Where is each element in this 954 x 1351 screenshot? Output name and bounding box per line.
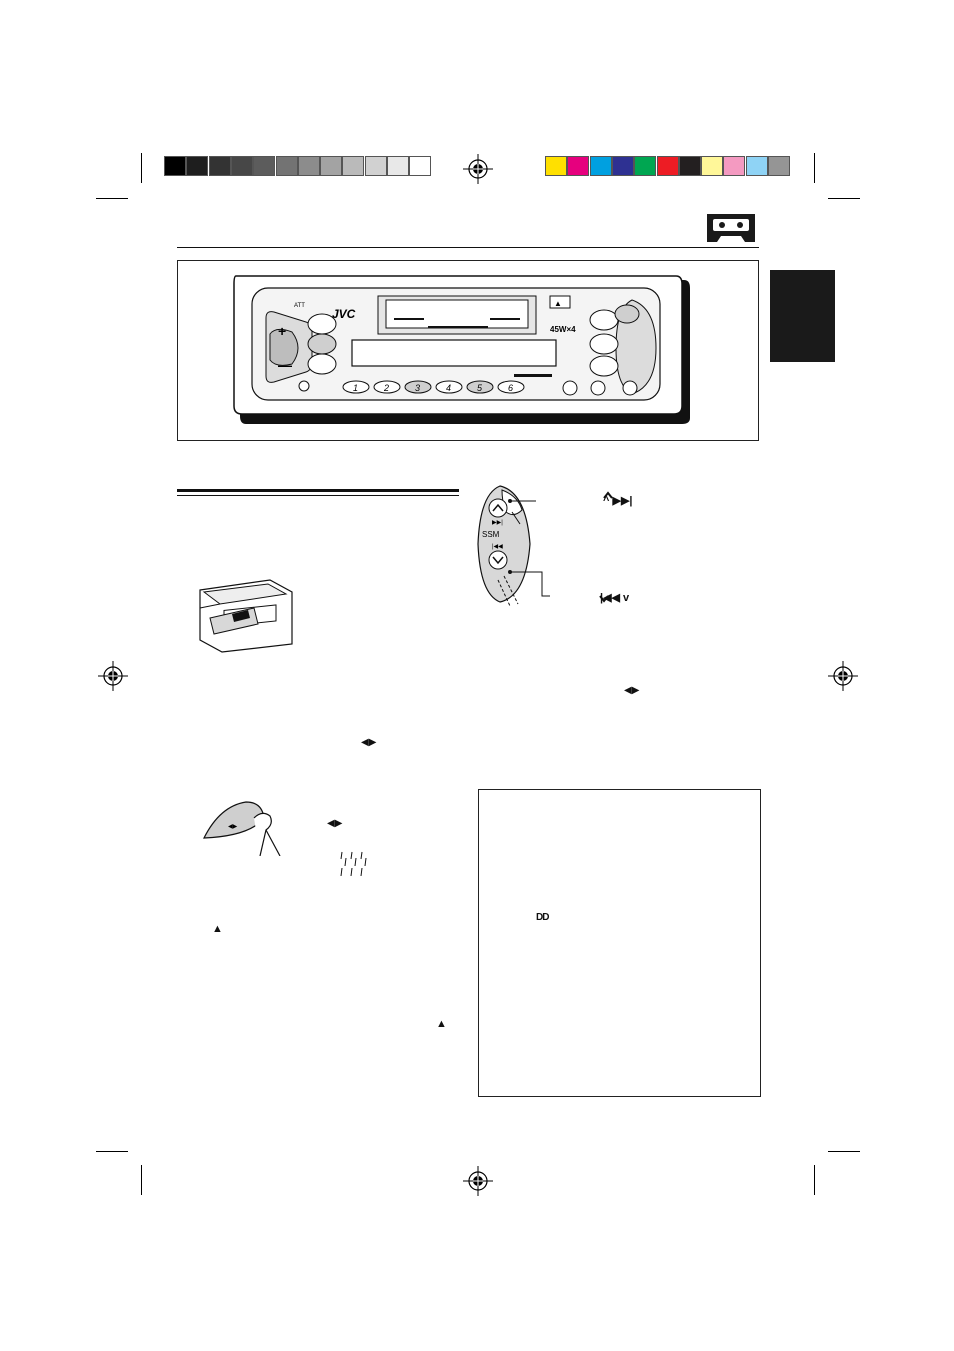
crop-mark [141,153,142,183]
color-swatch [678,156,701,176]
crop-mark [814,1165,815,1195]
gray-swatch [320,156,343,176]
color-swatch [768,156,790,176]
crop-mark [828,1151,860,1152]
preset-label: 6 [508,383,513,393]
registration-mark-icon [463,1166,493,1196]
color-swatch [567,156,590,176]
section-rule [177,489,459,492]
svg-text:▶▶|: ▶▶| [492,520,503,526]
header-rule [177,247,759,248]
cassette-insert-illustration [199,579,293,653]
color-swatch [701,156,724,176]
registration-mark-icon [98,661,128,691]
gray-swatch [164,156,186,176]
color-swatch [545,156,567,176]
gray-swatch [409,156,432,176]
preset-label: 5 [477,383,483,393]
preset-label: 1 [353,383,358,393]
notes-box [478,789,761,1097]
crop-mark [96,1151,128,1152]
cassette-icon [707,214,755,242]
language-tab [770,270,835,362]
eject-icon: ▲ [554,299,562,308]
crop-mark [141,1165,142,1195]
preset-button [497,380,525,394]
tape-direction-symbol: ◀▶ [624,685,640,696]
tape-direction-symbol: ◀▶ [361,737,377,748]
gray-swatch [253,156,276,176]
gray-swatch [208,156,231,176]
ssm-label: SSM [482,530,500,539]
gray-swatch [364,156,387,176]
crop-mark [96,198,128,199]
section-rule-thin [177,495,459,496]
preset-button [466,380,494,394]
color-swatch [634,156,657,176]
tape-direction-symbol: ◀▶ [327,818,343,829]
receiver-front-panel: + — ATT JVC ▲ 45W×4 1 2 3 4 5 6 [233,275,690,424]
color-swatch [611,156,634,176]
preset-button [435,380,463,394]
gray-swatch [230,156,253,176]
att-label: ATT [294,303,305,309]
finger-press-illustration: ◀▶ [203,801,281,856]
registration-mark-icon [828,661,858,691]
up-callout: ^ ▶▶| [603,495,633,507]
gray-swatch [342,156,365,176]
svg-text:—: — [278,357,292,373]
color-swatch [589,156,612,176]
color-swatch [723,156,746,176]
seek-button-diagram: ▶▶| SSM |◀◀ [477,485,613,606]
brand-logo: JVC [332,307,356,321]
crop-mark [828,198,860,199]
registration-mark-icon [463,154,493,184]
gray-swatch [387,156,409,176]
eject-icon: ▲ [212,923,223,935]
color-swatch [656,156,679,176]
preset-label: 2 [383,383,389,393]
svg-text:+: + [278,323,286,339]
power-label: 45W×4 [550,325,576,334]
down-callout: |◀◀ v [600,592,630,604]
display-segments-icon [340,851,367,877]
dolby-symbol: DD [536,912,549,923]
panel-figure-frame [177,260,759,441]
gray-swatch [297,156,320,176]
preset-label: 4 [446,383,451,393]
preset-button [342,380,370,394]
preset-button [373,380,401,394]
gray-swatch [275,156,298,176]
eject-icon: ▲ [436,1018,447,1030]
preset-label: 3 [415,383,420,393]
gray-swatch [186,156,209,176]
color-swatch [745,156,768,176]
crop-mark [814,153,815,183]
svg-text:◀▶: ◀▶ [228,824,238,830]
preset-button [404,380,432,394]
svg-text:|◀◀: |◀◀ [492,544,503,550]
